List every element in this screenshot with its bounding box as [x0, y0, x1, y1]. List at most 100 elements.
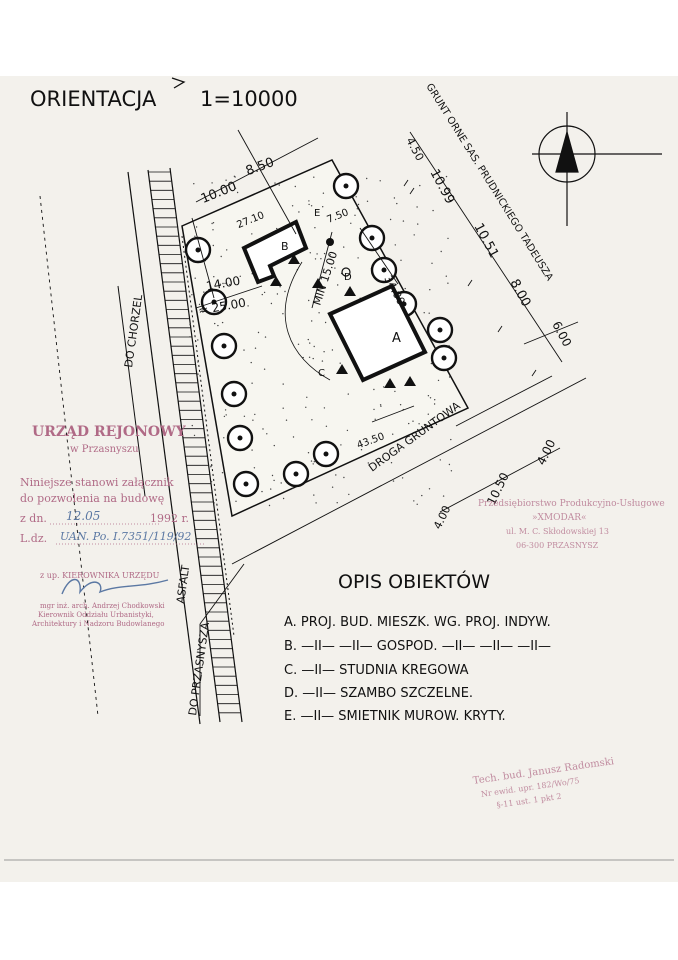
stipple-dot — [416, 206, 418, 208]
stipple-dot — [343, 246, 345, 248]
legend-item-a: A. PROJ. BUD. MIESZK. WG. PROJ. INDYW. — [284, 615, 551, 630]
stipple-dot — [360, 449, 363, 451]
stipple-dot — [374, 418, 376, 420]
stipple-dot — [445, 175, 448, 178]
stipple-dot — [427, 395, 430, 397]
stipple-dot — [311, 320, 313, 322]
stamp-office-year: 1992 r. — [150, 512, 189, 525]
stipple-dot — [294, 185, 296, 188]
road-label-chorzel: DO CHORZEL — [122, 293, 145, 368]
stipple-dot — [189, 324, 191, 326]
stipple-dot — [335, 474, 337, 476]
stipple-dot — [292, 487, 294, 489]
stipple-dot — [366, 200, 369, 202]
stipple-dot — [448, 463, 451, 466]
road-label-asfalt: ASFALT — [174, 564, 192, 604]
stipple-dot — [195, 226, 198, 228]
stipple-dot — [309, 342, 311, 344]
stipple-dot — [399, 404, 402, 406]
stipple-dot — [282, 497, 285, 500]
stipple-dot — [433, 403, 436, 405]
building-b: B — [241, 219, 309, 285]
stipple-dot — [191, 424, 193, 427]
stipple-dot — [190, 498, 192, 500]
stipple-dot — [254, 413, 256, 416]
stipple-dot — [442, 495, 445, 497]
stipple-dot — [421, 494, 423, 497]
tree-icon — [282, 460, 310, 488]
stipple-dot — [222, 282, 224, 285]
stipple-dot — [309, 252, 311, 254]
road-hatching — [148, 171, 241, 714]
stipple-dot — [331, 486, 334, 488]
stipple-dot — [268, 504, 271, 507]
tree-icon — [210, 332, 238, 360]
stipple-dot — [197, 361, 199, 363]
stipple-dot — [213, 502, 215, 504]
tree-icon — [332, 172, 360, 200]
stipple-dot — [350, 222, 352, 224]
stipple-dot — [254, 347, 257, 349]
stipple-dot — [274, 182, 276, 184]
stipple-dot — [322, 206, 324, 208]
stipple-dot — [223, 415, 226, 418]
stipple-dot — [394, 244, 396, 246]
road-label-przasnysz: DO PRZASNYSZA — [186, 621, 212, 716]
site-plan-drawing: ORIENTACJA 1=10000 DO CHORZEL DO PRZASNY… — [4, 77, 674, 861]
stipple-dot — [313, 461, 315, 463]
stipple-dot — [348, 493, 350, 496]
stipple-dot — [428, 312, 430, 314]
stipple-dot — [379, 404, 382, 406]
stipple-dot — [263, 291, 266, 294]
stipple-dot — [194, 277, 196, 279]
stipple-dot — [320, 258, 322, 260]
stipple-dot — [251, 449, 253, 451]
stipple-dot — [310, 460, 313, 462]
stipple-dot — [337, 284, 339, 286]
stipple-dot — [431, 262, 433, 264]
stipple-dot — [440, 250, 442, 253]
stipple-dot — [313, 176, 315, 178]
stipple-dot — [324, 321, 327, 324]
dim-4-00-b: 4.00 — [534, 437, 558, 467]
building-a: A — [327, 283, 428, 383]
stipple-dot — [402, 220, 405, 222]
stipple-dot — [276, 227, 278, 230]
legend-item-b: B. —II— —II— GOSPOD. —II— —II— —II— — [284, 639, 551, 654]
stipple-dot — [221, 472, 224, 474]
stipple-dot — [212, 222, 215, 224]
stipple-dot — [450, 470, 453, 472]
stipple-dot — [211, 182, 213, 184]
stipple-dot — [418, 423, 420, 425]
stipple-dot — [401, 477, 404, 479]
dim-14-00: 14.00 — [205, 274, 241, 294]
stipple-dot — [336, 502, 338, 504]
stipple-dot — [380, 405, 382, 407]
legend-heading: OPIS OBIEKTÓW — [338, 569, 490, 593]
stipple-dot — [284, 290, 286, 293]
stipple-dot — [318, 312, 320, 314]
stipple-dot — [234, 187, 237, 189]
stipple-dot — [306, 396, 308, 398]
stipple-dot — [340, 444, 342, 446]
stipple-dot — [297, 343, 300, 345]
mark-d-label: D — [344, 272, 352, 283]
site-markers — [270, 238, 416, 388]
stipple-dot — [334, 267, 336, 269]
stipple-dot — [276, 293, 279, 295]
stipple-dot — [270, 302, 273, 305]
stipple-dot — [314, 227, 316, 229]
stipple-dot — [428, 488, 431, 490]
stipple-dot — [373, 408, 375, 411]
stipple-dot — [252, 419, 254, 421]
tree-icon — [232, 470, 260, 498]
building-a-label: A — [392, 331, 401, 346]
stamp-office-city: w Przasnyszu — [70, 444, 139, 455]
stipple-dot — [313, 494, 315, 496]
stipple-dot — [321, 360, 324, 362]
stipple-dot — [423, 312, 425, 314]
stipple-dot — [413, 500, 415, 502]
stamp-office-sig-line3: Architektury i Nadzoru Budowlanego — [31, 620, 164, 628]
legend: OPIS OBIEKTÓW A. PROJ. BUD. MIESZK. WG. … — [284, 569, 551, 724]
stipple-dot — [257, 331, 260, 334]
